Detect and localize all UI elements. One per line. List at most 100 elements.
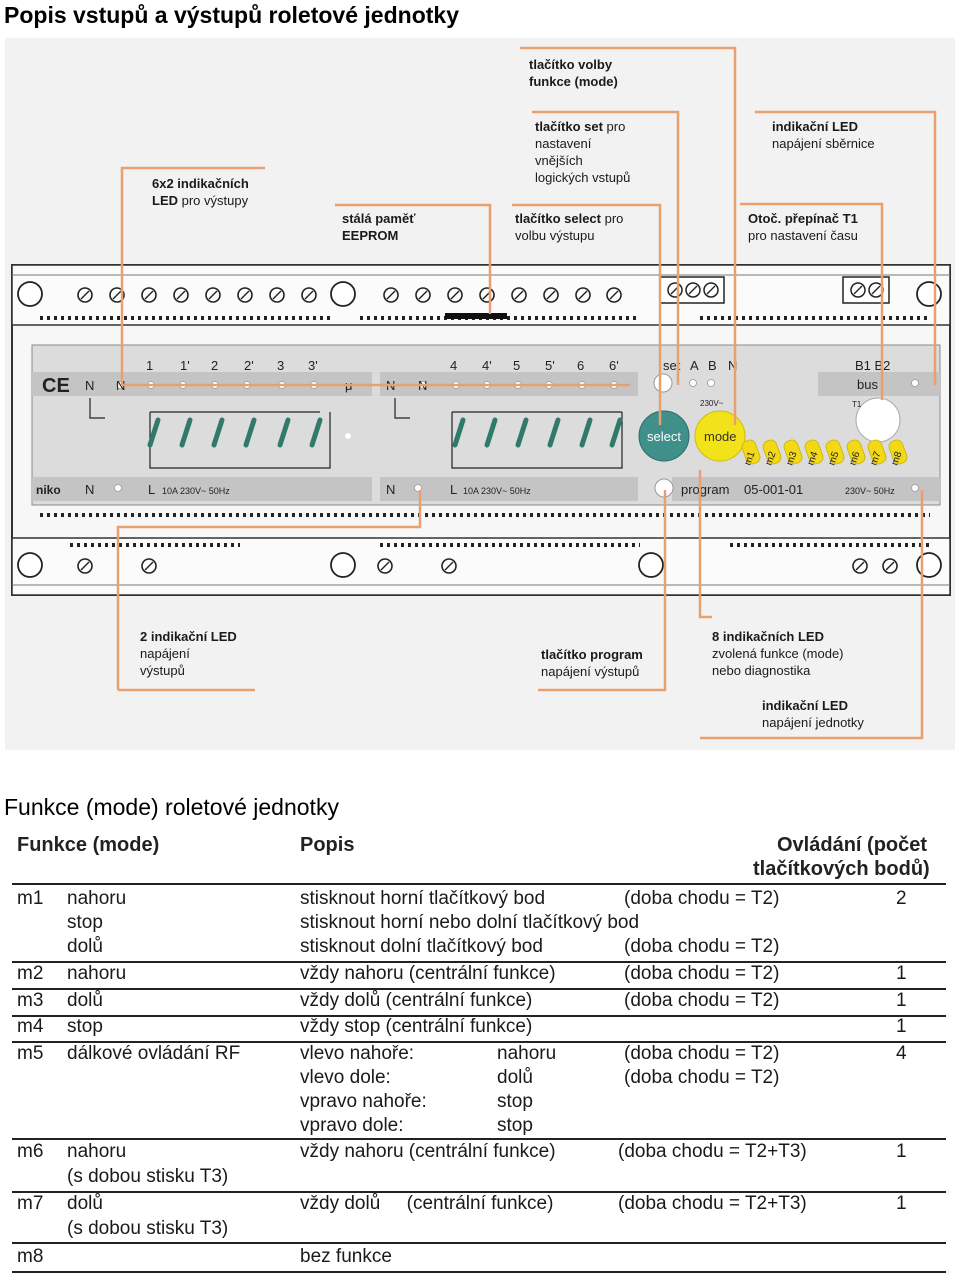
callout-power-leds: 2 indikační LED napájení výstupů [140, 629, 237, 678]
row-m3-mode: m3 [17, 990, 44, 1011]
row-m2-time: (doba chodu = T2) [624, 963, 780, 984]
row-m2-name: nahoru [67, 963, 127, 984]
callout-lines [116, 46, 937, 740]
row-m7-desc: vždy dolů (centrální funkce) [300, 1193, 554, 1214]
row-rule [12, 1242, 946, 1244]
section-title-table: Funkce (mode) roletové jednotky [4, 794, 339, 820]
row-m5d-desc: vpravo dole: [300, 1115, 404, 1136]
section-title-diagram: Popis vstupů a výstupů roletové jednotky [4, 2, 459, 28]
bottom-mid-n: N [386, 482, 395, 497]
row-m5-count: 4 [896, 1043, 907, 1064]
row-rule [12, 988, 946, 990]
a-label: A [690, 358, 699, 373]
row-m4-count: 1 [896, 1016, 907, 1037]
row-m7-count: 1 [896, 1193, 907, 1214]
terminal-label-4p: 4' [482, 358, 492, 373]
callout-program-button: tlačítko program napájení výstupů [541, 647, 643, 679]
row-m1c-time: (doba chodu = T2) [624, 936, 780, 957]
terminal-label-1: 1 [146, 358, 153, 373]
row-m2-mode: m2 [17, 963, 44, 984]
mode-led-m3: m3 [784, 450, 799, 467]
header-rule [12, 883, 946, 885]
row-m7b-name: (s dobou stisku T3) [67, 1218, 229, 1239]
row-rule [12, 1015, 946, 1017]
callout-bus-led: indikační LED napájení sběrnice [772, 119, 875, 151]
header-mode: Funkce (mode) [17, 834, 160, 856]
row-m5a-time: (doba chodu = T2) [624, 1043, 780, 1064]
row-m8-desc: bez funkce [300, 1246, 392, 1267]
row-m1c-desc: stisknout dolní tlačítkový bod [300, 936, 543, 957]
row-m7-time: (doba chodu = T2+T3) [618, 1193, 807, 1214]
row-m4-name: stop [67, 1016, 103, 1037]
row-rule [12, 961, 946, 963]
row-m1-count: 2 [896, 888, 907, 909]
mode-led-m7: m7 [868, 450, 883, 467]
callout-output-leds: 6x2 indikačních LED pro výstupy [152, 176, 249, 208]
row-m8-mode: m8 [17, 1246, 44, 1267]
t1-label: T1 [852, 400, 862, 409]
callout-set-button: tlačítko set pro nastavení vnějších logi… [535, 119, 631, 185]
row-rule [12, 1138, 946, 1140]
row-m5-name: dálkové ovládání RF [67, 1043, 241, 1064]
row-m1-mode: m1 [17, 888, 44, 909]
table-bottom-rule [12, 1271, 946, 1273]
header-control-line1: Ovládání (počet [777, 834, 928, 856]
row-m4-desc: vždy stop (centrální funkce) [300, 1016, 533, 1037]
row-m5-mode: m5 [17, 1043, 44, 1064]
row-m1-name: nahoru [67, 888, 127, 909]
bottom-mid-l: L [450, 482, 457, 497]
terminal-label-3: 3 [277, 358, 284, 373]
device-drawing: 1 1' 2 2' 3 3' 4 4' 5 5' 6 6' N N μ N N … [11, 46, 951, 740]
bottom-mid-rating: 10A 230V~ 50Hz [463, 486, 531, 496]
row-m7-mode: m7 [17, 1193, 44, 1214]
row-m4-mode: m4 [17, 1016, 44, 1037]
terminal-label-1p: 1' [180, 358, 190, 373]
row-m6-mode: m6 [17, 1141, 44, 1162]
row-m1-time: (doba chodu = T2) [624, 888, 780, 909]
b-label: B [708, 358, 717, 373]
mode-led-m4: m4 [805, 450, 820, 467]
mode-led-m5: m5 [826, 450, 841, 467]
row-m5b-time: (doba chodu = T2) [624, 1067, 780, 1088]
bus-label: bus [857, 377, 878, 392]
row-m3-desc: vždy dolů (centrální funkce) [300, 990, 533, 1011]
row-m1b-desc: stisknout horní nebo dolní tlačítkový bo… [300, 912, 640, 933]
row-rule [12, 1041, 946, 1043]
mode-led-m2: m2 [763, 450, 778, 467]
row-m5a-action: nahoru [497, 1043, 557, 1064]
row-m2-desc: vždy nahoru (centrální funkce) [300, 963, 556, 984]
terminal-label-4: 4 [450, 358, 457, 373]
callout-mode-button: tlačítko volby funkce (mode) [529, 57, 618, 89]
header-control-line2: tlačítkových bodů) [753, 858, 930, 880]
row-m5c-desc: vpravo nahoře: [300, 1091, 427, 1112]
callout-unit-led: indikační LED napájení jednotky [762, 698, 864, 730]
brand-logo: niko [36, 483, 61, 497]
row-m5b-desc: vlevo dole: [300, 1067, 391, 1088]
terminal-label-2p: 2' [244, 358, 254, 373]
left-n2-label: N [116, 378, 125, 393]
program-label: program [681, 482, 729, 497]
row-rule [12, 1191, 946, 1193]
ce-mark: CE [42, 375, 70, 397]
terminal-label-2: 2 [211, 358, 218, 373]
row-m3-name: dolů [67, 990, 103, 1011]
terminal-label-6p: 6' [609, 358, 619, 373]
row-m1-desc: stisknout horní tlačítkový bod [300, 888, 546, 909]
header-description: Popis [300, 834, 355, 856]
callout-switch-t1: Otoč. přepínač T1 pro nastavení času [748, 211, 858, 243]
bottom-right-rating: 230V~ 50Hz [845, 486, 895, 496]
set-label: set [663, 358, 681, 373]
row-m5d-action: stop [497, 1115, 533, 1136]
row-m2-count: 1 [896, 963, 907, 984]
row-m6-count: 1 [896, 1141, 907, 1162]
select-button[interactable]: select [647, 429, 681, 444]
model-number: 05-001-01 [744, 482, 803, 497]
mode-button[interactable]: mode [704, 429, 737, 444]
row-m6-time: (doba chodu = T2+T3) [618, 1141, 807, 1162]
left-n1-label: N [85, 378, 94, 393]
row-m3-time: (doba chodu = T2) [624, 990, 780, 1011]
callout-eeprom: stálá paměť EEPROM [342, 211, 416, 243]
row-m6-name: nahoru [67, 1141, 127, 1162]
mode-led-m8: m8 [889, 450, 904, 467]
row-m6-desc: vždy nahoru (centrální funkce) [300, 1141, 556, 1162]
